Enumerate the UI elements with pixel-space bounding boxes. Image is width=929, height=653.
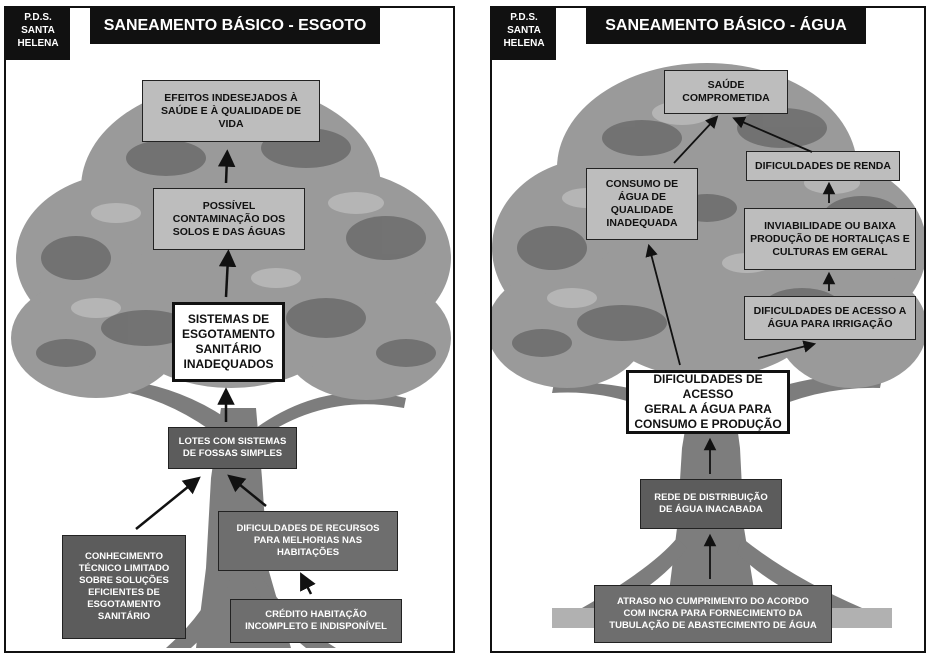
tag-line-3: HELENA [17, 38, 59, 49]
box-resource-difficulties: DIFICULDADES DE RECURSOS PARA MELHORIAS … [218, 511, 398, 571]
box-lots-simple-cesspits: LOTES COM SISTEMAS DE FOSSAS SIMPLES [168, 427, 297, 469]
sewage-arrows [135, 149, 316, 595]
box-core-sewage-systems: SISTEMAS DE ESGOTAMENTO SANITÁRIO INADEQ… [172, 302, 285, 382]
tag-line-1: P.D.S. [24, 12, 52, 23]
box-undesired-effects: EFEITOS INDESEJADOS À SAÚDE E À QUALIDAD… [142, 80, 320, 142]
arrow-core-to-contamination [218, 249, 237, 298]
box-inadequate-water-consumption: CONSUMO DE ÁGUA DE QUALIDADE INADEQUADA [586, 168, 698, 240]
water-arrows [645, 115, 836, 579]
box-unfinished-network: REDE DE DISTRIBUIÇÃO DE ÁGUA INACABADA [640, 479, 782, 529]
arrow-core-to-consumption [645, 243, 681, 366]
water-title: SANEAMENTO BÁSICO - ÁGUA [586, 8, 866, 44]
location-tag: P.D.S. SANTA HELENA [492, 8, 556, 60]
arrow-core-to-irrigation [757, 340, 817, 359]
arrow-contamination-to-effects [217, 149, 236, 184]
tag-line-1: P.D.S. [510, 12, 538, 23]
tag-line-2: SANTA [21, 25, 55, 36]
box-incra-delay: ATRASO NO CUMPRIMENTO DO ACORDO COM INCR… [594, 585, 832, 643]
arrow-credit-to-resources [300, 572, 316, 595]
arrow-resources-to-lots [227, 474, 267, 507]
sewage-panel: P.D.S. SANTA HELENA SANEAMENTO BÁSICO - … [4, 6, 455, 653]
box-income-difficulties: DIFICULDADES DE RENDA [746, 151, 900, 181]
tag-line-2: SANTA [507, 25, 541, 36]
box-housing-credit: CRÉDITO HABITAÇÃO INCOMPLETO E INDISPONÍ… [230, 599, 402, 643]
box-irrigation-access: DIFICULDADES DE ACESSO A ÁGUA PARA IRRIG… [744, 296, 916, 340]
water-panel: P.D.S. SANTA HELENA SANEAMENTO BÁSICO - … [490, 6, 926, 653]
sewage-title: SANEAMENTO BÁSICO - ESGOTO [90, 8, 380, 44]
box-health-compromised: SAÚDE COMPROMETIDA [664, 70, 788, 114]
arrow-income-to-health [732, 116, 813, 153]
box-limited-knowledge: CONHECIMENTO TÉCNICO LIMITADO SOBRE SOLU… [62, 535, 186, 639]
box-low-production: INVIABILIDADE OU BAIXA PRODUÇÃO DE HORTA… [744, 208, 916, 270]
box-core-water-access: DIFICULDADES DE ACESSO GERAL A ÁGUA PARA… [626, 370, 790, 434]
arrow-consumption-to-health [673, 115, 719, 164]
arrow-knowledge-to-lots [135, 476, 201, 530]
tag-line-3: HELENA [503, 38, 545, 49]
location-tag: P.D.S. SANTA HELENA [6, 8, 70, 60]
box-possible-contamination: POSSÍVEL CONTAMINAÇÃO DOS SOLOS E DAS ÁG… [153, 188, 305, 250]
